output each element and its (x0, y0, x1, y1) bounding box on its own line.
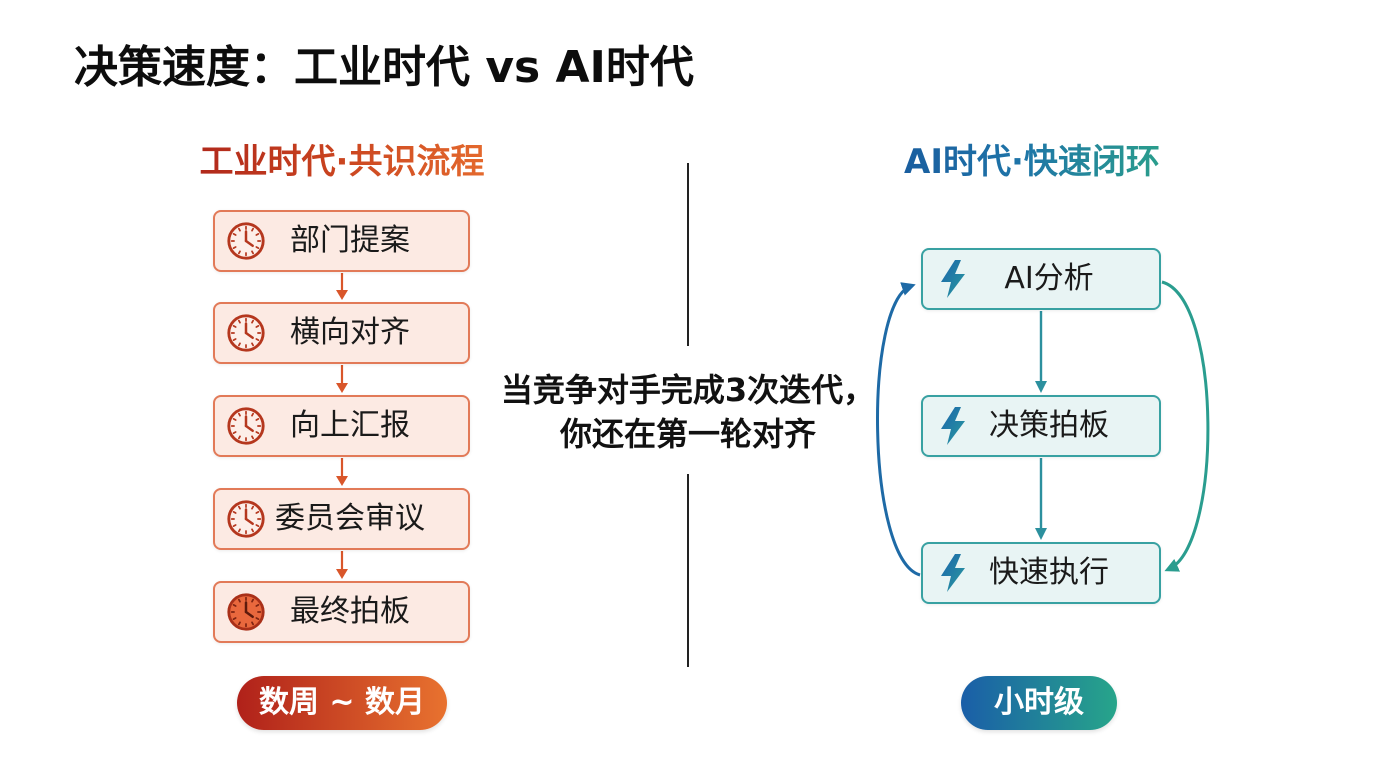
page-title: 决策速度：工业时代 vs AI时代 (74, 42, 694, 93)
lightning-icon (937, 406, 969, 446)
flow-arrow (1035, 458, 1047, 540)
ai-step: AI分析 (921, 248, 1161, 310)
ai-step: 决策拍板 (921, 395, 1161, 457)
caption-line-2: 你还在第一轮对齐 (559, 415, 816, 453)
center-caption: 当竞争对手完成3次迭代， 你还在第一轮对齐 (438, 368, 938, 456)
step-label: 部门提案 (290, 223, 410, 258)
step-label: 快速执行 (989, 555, 1109, 590)
ai-heading: AI时代·快速闭环 (832, 139, 1232, 185)
step-label: 决策拍板 (989, 408, 1109, 443)
ai-duration-pill: 小时级 (961, 676, 1117, 730)
lightning-icon (937, 259, 969, 299)
industrial-step: 委员会审议 (213, 488, 470, 550)
loop-arrow-right (1161, 280, 1210, 572)
ai-step: 快速执行 (921, 542, 1161, 604)
industrial-heading-text: 工业时代·共识流程 (200, 139, 485, 185)
ai-heading-text: AI时代·快速闭环 (904, 139, 1160, 185)
step-label: AI分析 (1004, 261, 1094, 296)
industrial-step: 最终拍板 (213, 581, 470, 643)
step-label: 横向对齐 (290, 315, 410, 350)
clock-icon (225, 498, 267, 540)
step-label: 最终拍板 (290, 594, 410, 629)
caption-line-1: 当竞争对手完成3次迭代， (500, 371, 876, 409)
industrial-step: 横向对齐 (213, 302, 470, 364)
industrial-heading: 工业时代·共识流程 (142, 139, 542, 185)
flow-arrow (336, 365, 348, 393)
step-label: 向上汇报 (290, 408, 410, 443)
flow-arrow (336, 458, 348, 486)
clock-icon (225, 220, 267, 262)
flow-arrow (336, 273, 348, 300)
flow-arrow (336, 551, 348, 579)
industrial-step: 向上汇报 (213, 395, 470, 457)
clock-icon (225, 405, 267, 447)
industrial-step: 部门提案 (213, 210, 470, 272)
clock-filled-icon (225, 591, 267, 633)
clock-icon (225, 312, 267, 354)
lightning-icon (937, 553, 969, 593)
industrial-duration-pill: 数周 ~ 数月 (237, 676, 447, 730)
flow-arrow (1035, 311, 1047, 393)
step-label: 委员会审议 (275, 501, 425, 536)
